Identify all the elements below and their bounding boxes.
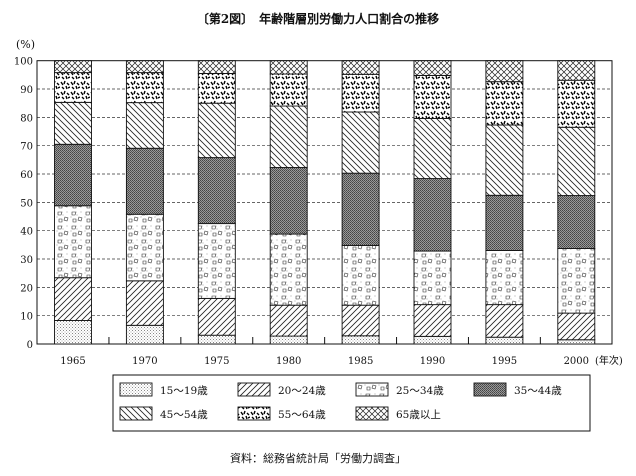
chart-title: 〔第2図〕 年齢階層別労働力人口割合の推移 — [196, 12, 440, 26]
bar-segment-1995-6 — [485, 60, 524, 83]
bar-segment-1990-5 — [413, 74, 452, 119]
x-tick-label: 1975 — [204, 356, 229, 367]
source-note: 資料：総務省統計局「労働力調査」 — [230, 452, 406, 465]
bar-segment-1995-2 — [485, 250, 524, 306]
bar-segment-1990-1 — [413, 304, 452, 337]
bar-segment-1980-2 — [269, 233, 308, 306]
bar-segment-1980-3 — [269, 167, 308, 235]
bar-segment-2000-0 — [557, 339, 596, 345]
bar-segment-1995-0 — [485, 336, 524, 345]
y-tick-label: 50 — [20, 198, 33, 209]
x-tick-label: 1970 — [132, 356, 157, 367]
bar-segment-1985-0 — [341, 335, 380, 345]
bar-segment-1965-1 — [54, 277, 92, 321]
bar-segment-1965-6 — [54, 60, 92, 74]
bar-segment-1990-0 — [413, 335, 452, 345]
legend-label: 35～44歳 — [514, 385, 562, 397]
bar-segment-1975-2 — [197, 223, 236, 299]
y-tick-label: 60 — [20, 170, 33, 181]
bar-segment-1980-4 — [269, 105, 308, 168]
legend-swatch — [355, 382, 389, 397]
bar-segment-1995-1 — [485, 304, 524, 338]
y-axis-label: (%) — [16, 38, 35, 51]
bar-segment-1965-0 — [54, 320, 92, 345]
y-tick-label: 30 — [20, 255, 33, 266]
bar-segment-2000-5 — [557, 79, 596, 128]
bar-segment-1980-6 — [269, 60, 308, 75]
legend-label: 20～24歳 — [278, 385, 326, 397]
legend-label: 45～54歳 — [160, 409, 208, 421]
bar-segment-1985-2 — [341, 244, 380, 306]
legend-swatch — [119, 382, 153, 397]
bar-segment-1975-4 — [197, 102, 236, 159]
bar-segment-1995-5 — [485, 81, 524, 126]
bar-segment-2000-4 — [557, 126, 596, 197]
bar-segment-1970-6 — [125, 60, 164, 74]
y-tick-label: 90 — [20, 85, 33, 96]
legend-label: 55～64歳 — [278, 409, 326, 421]
y-tick-label: 40 — [20, 227, 33, 238]
x-tick-label: 1965 — [60, 356, 85, 367]
bar-segment-1995-3 — [485, 194, 524, 251]
bar-segment-1975-6 — [197, 60, 236, 74]
x-tick-label: 1995 — [492, 356, 517, 367]
legend-label: 25～34歳 — [396, 385, 444, 397]
bar-segment-2000-6 — [557, 60, 596, 81]
bar-segment-1965-2 — [54, 205, 92, 279]
bar-segment-1980-0 — [269, 335, 308, 345]
bar-segment-1970-3 — [125, 147, 164, 215]
bar-segment-1985-4 — [341, 111, 380, 174]
bar-segment-1965-3 — [54, 143, 92, 207]
bar-segment-1970-0 — [125, 324, 164, 345]
bar-segment-1980-5 — [269, 73, 308, 107]
bar-segment-1975-5 — [197, 72, 236, 104]
y-tick-label: 20 — [20, 283, 33, 294]
legend-label: 65歳以上 — [396, 409, 441, 421]
bar-segment-1970-4 — [125, 102, 164, 149]
x-tick-label: 2000 — [564, 356, 589, 367]
legend-swatch — [355, 406, 389, 421]
y-tick-label: 0 — [27, 340, 33, 351]
bar-segment-1980-1 — [269, 304, 308, 337]
legend: 15～19歳 20～24歳 25～34歳 35～44歳 45～54歳 55～64歳 65歳以… — [119, 382, 562, 421]
bar-segment-1970-2 — [125, 213, 164, 282]
legend-swatch — [237, 406, 271, 421]
legend-swatch — [473, 382, 507, 397]
legend-box — [112, 374, 591, 432]
bar-segment-2000-2 — [557, 248, 596, 314]
legend-swatch — [237, 382, 271, 397]
bar-segment-1965-5 — [54, 72, 92, 103]
bar-segment-2000-3 — [557, 195, 596, 249]
legend-label: 15～19歳 — [160, 385, 208, 397]
x-tick-label: 1985 — [348, 356, 373, 367]
bar-segment-1985-6 — [341, 60, 380, 75]
bar-segment-1990-4 — [413, 118, 452, 180]
y-tick-label: 10 — [20, 312, 33, 323]
bar-segment-1970-5 — [125, 72, 164, 104]
bar-segment-1990-2 — [413, 250, 452, 306]
x-axis-label: (年次) — [595, 354, 623, 367]
x-tick-label: 1980 — [276, 356, 301, 367]
bar-segment-2000-1 — [557, 312, 596, 341]
bar-segment-1975-3 — [197, 157, 236, 225]
bar-segment-1990-6 — [413, 60, 452, 76]
bar-segment-1985-3 — [341, 172, 380, 246]
bar-segment-1975-0 — [197, 334, 236, 345]
y-tick-label: 100 — [14, 57, 33, 68]
bar-segment-1970-1 — [125, 280, 164, 326]
x-tick-label: 1990 — [420, 356, 445, 367]
legend-swatch — [119, 406, 153, 421]
bar-segment-1985-1 — [341, 304, 380, 337]
y-tick-label: 80 — [20, 113, 33, 124]
bar-segment-1985-5 — [341, 73, 380, 113]
bar-segment-1975-1 — [197, 297, 236, 336]
bar-segment-1995-4 — [485, 124, 524, 196]
y-tick-label: 70 — [20, 142, 33, 153]
bar-segment-1965-4 — [54, 101, 92, 145]
bar-segment-1990-3 — [413, 178, 452, 252]
